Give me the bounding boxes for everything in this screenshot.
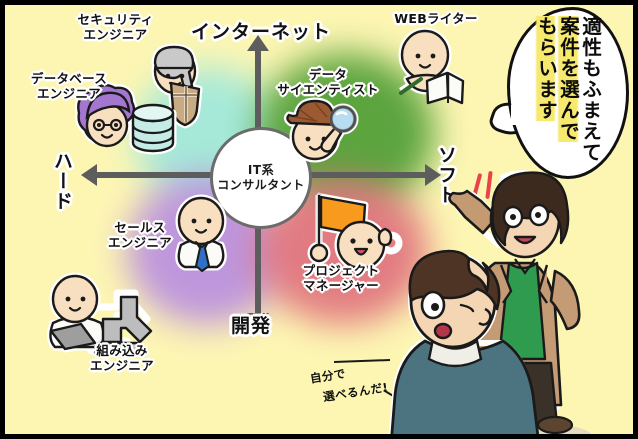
speech-bubble-text: 適性もふまえて 案件を選んで もらいます bbox=[507, 7, 629, 179]
center-label-line1: IT系 bbox=[247, 163, 275, 177]
character-young-man bbox=[381, 249, 551, 434]
label-web-writer: WEBライター bbox=[394, 11, 478, 26]
figure-security-engineer bbox=[131, 37, 215, 129]
arrow-right-icon bbox=[425, 164, 441, 186]
label-sales-engineer: セールス エンジニア bbox=[107, 220, 172, 250]
arrow-down-icon bbox=[247, 313, 269, 329]
center-label-line2: コンサルタント bbox=[217, 178, 305, 192]
label-database-engineer: データベース エンジニア bbox=[30, 71, 108, 101]
axis-caption-right: ソフト bbox=[435, 145, 457, 205]
axis-caption-top: インターネット bbox=[191, 21, 332, 43]
axis-caption-left: ハード bbox=[51, 151, 73, 211]
arrow-left-icon bbox=[81, 164, 97, 186]
speech-bubble-tail-join bbox=[511, 105, 535, 125]
figure-embedded-engineer bbox=[41, 272, 155, 359]
label-data-scientist: データ サイエンティスト bbox=[277, 67, 379, 97]
speech-column-3: もらいます bbox=[534, 16, 558, 121]
label-embedded-engineer: 組み込み エンジニア bbox=[89, 343, 154, 373]
figure-sales-engineer bbox=[171, 194, 235, 272]
axis-caption-bottom: 開発 bbox=[231, 315, 272, 337]
speech-bubble: 適性もふまえて 案件を選んで もらいます bbox=[487, 7, 629, 179]
label-security-engineer: セキュリティ エンジニア bbox=[77, 12, 154, 42]
label-project-manager: プロジェクト マネージャー bbox=[302, 263, 380, 293]
speech-column-1: 適性もふまえて bbox=[578, 16, 602, 163]
thought-text-line1: 自分で bbox=[309, 366, 347, 386]
figure-web-writer bbox=[393, 27, 479, 105]
speech-column-2: 案件を選んで bbox=[556, 16, 580, 142]
figure-project-manager bbox=[305, 191, 403, 275]
figure-database-engineer bbox=[71, 81, 177, 165]
figure-data-scientist bbox=[277, 97, 365, 173]
arrow-up-icon bbox=[247, 35, 269, 51]
